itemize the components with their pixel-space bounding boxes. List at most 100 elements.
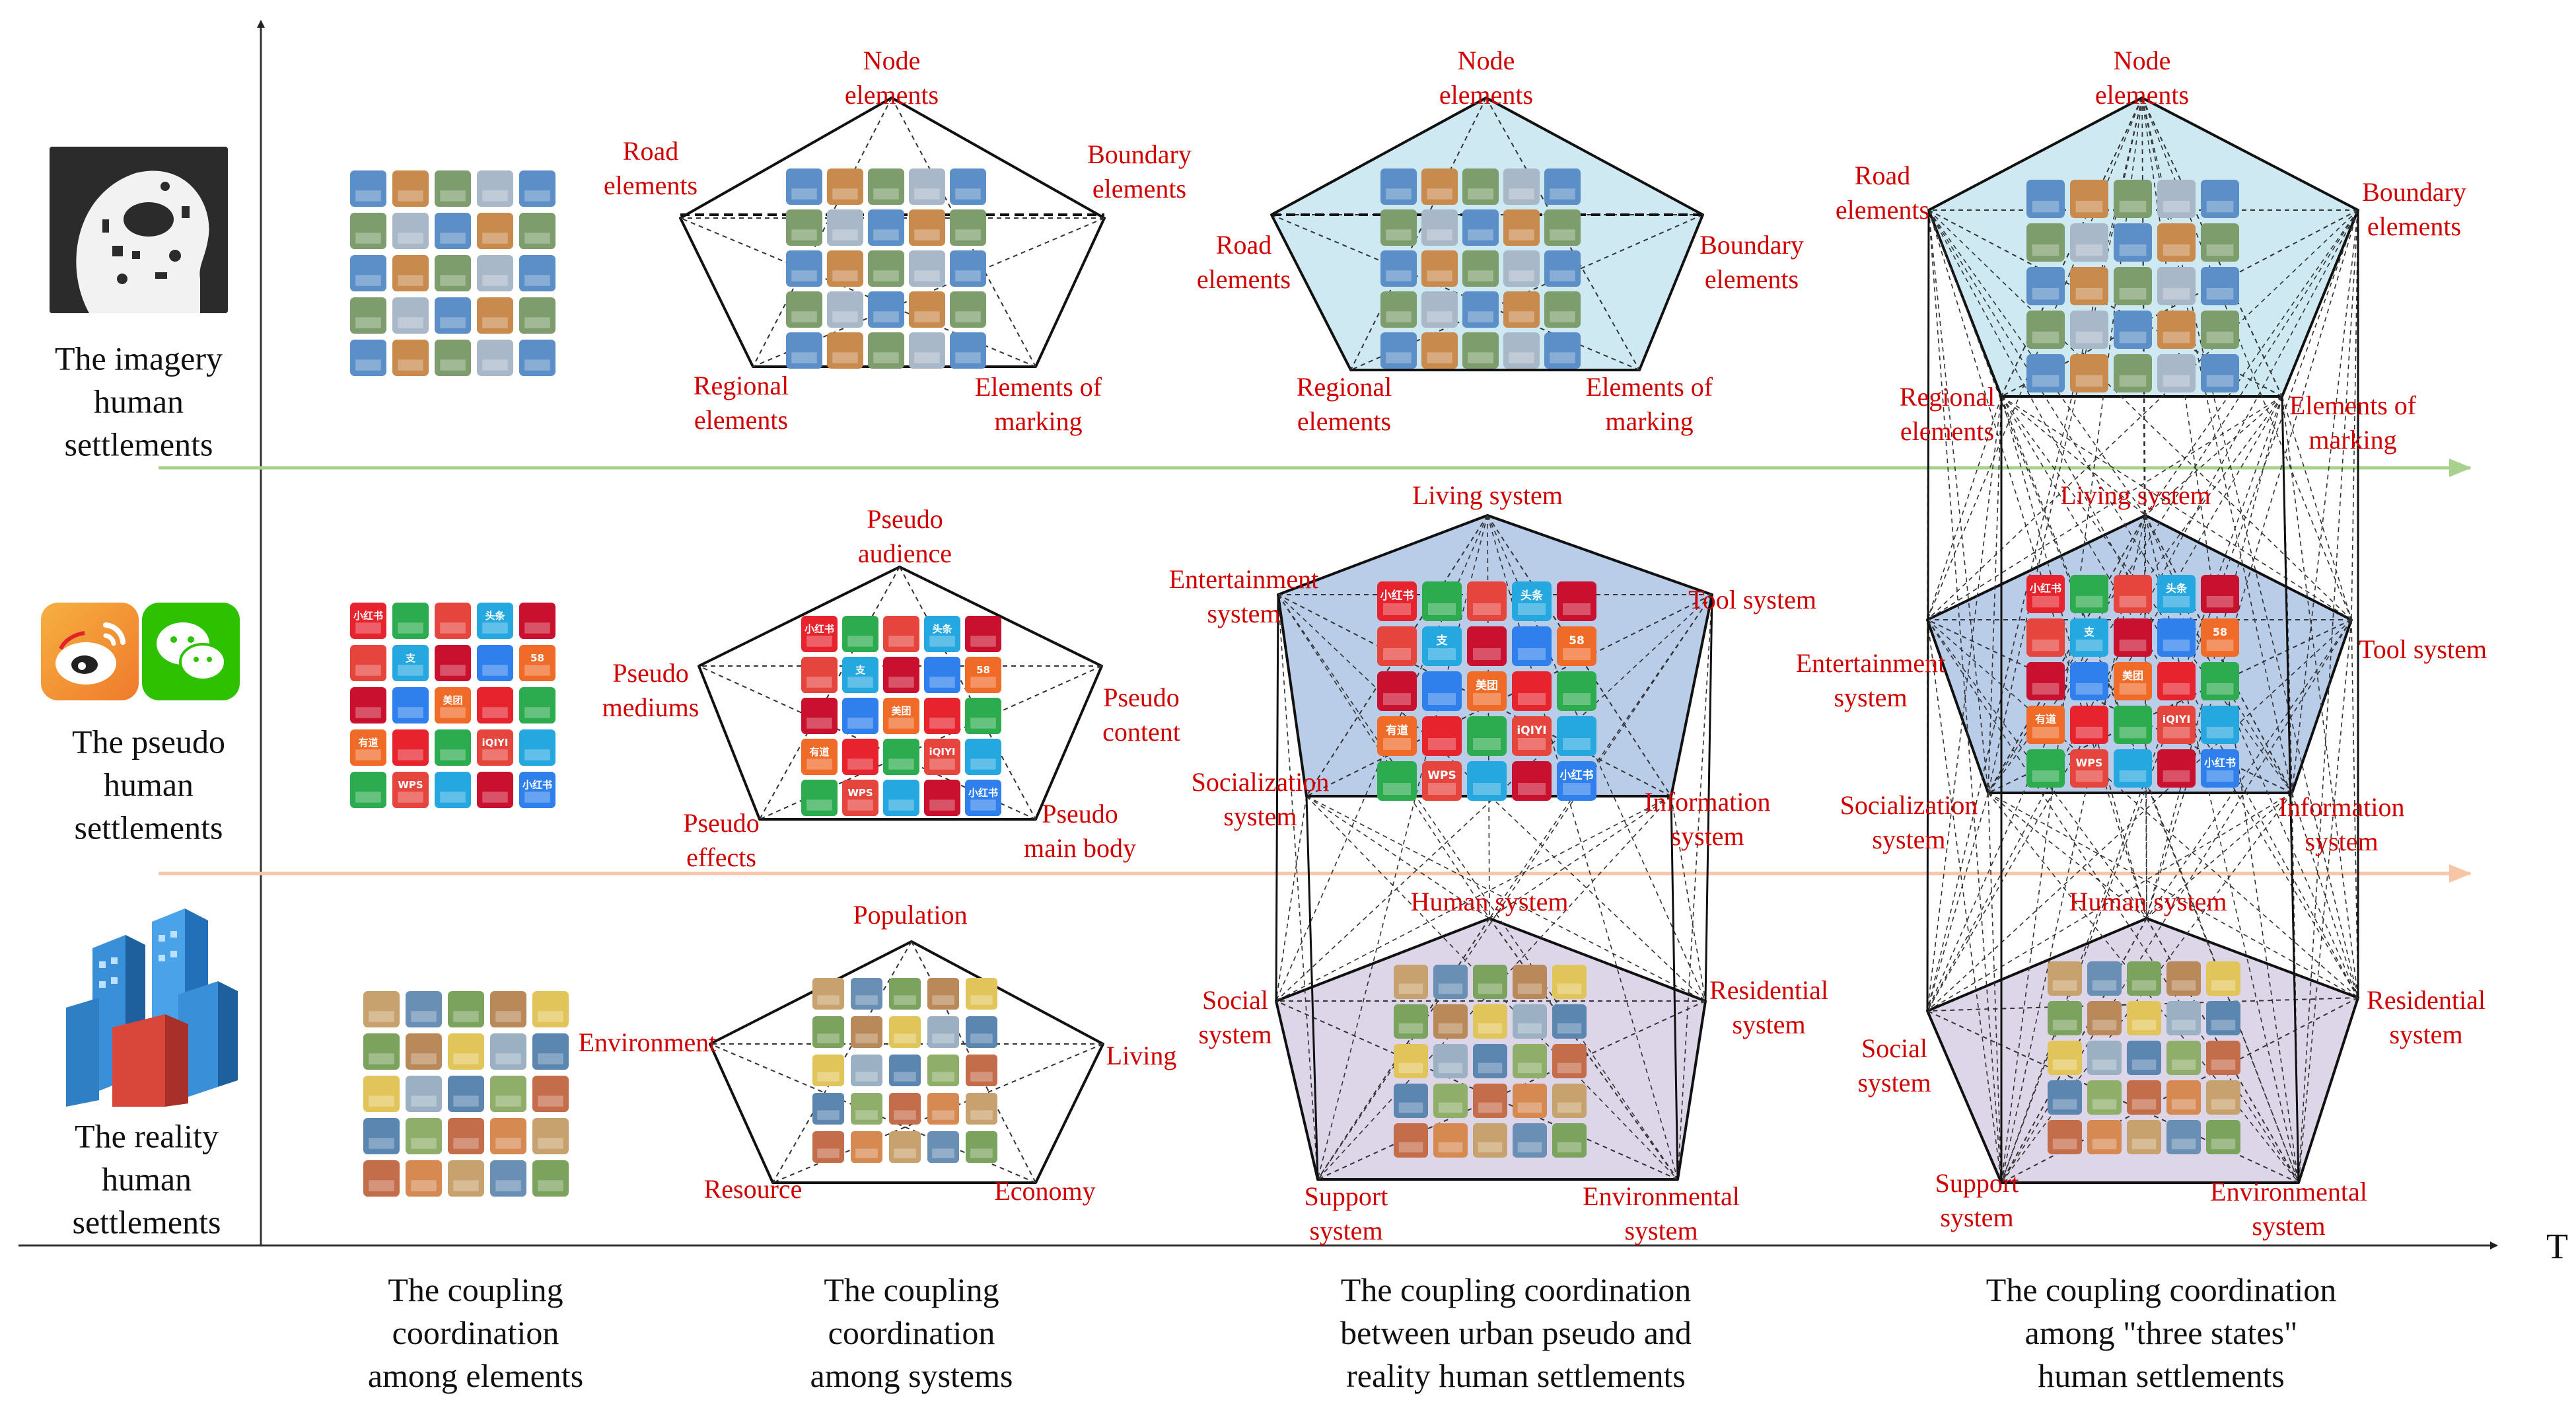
imagery-photo-tile bbox=[2201, 180, 2239, 218]
app-icon-tile-detail bbox=[1563, 648, 1591, 660]
app-icon-tile-detail bbox=[970, 636, 996, 647]
imagery-photo-tile-detail bbox=[955, 229, 981, 241]
imagery-photo-tile-detail bbox=[1550, 229, 1575, 241]
app-icon-tile-detail bbox=[888, 636, 914, 647]
city-icon-tile-detail bbox=[817, 1072, 840, 1082]
city-icon-tile bbox=[532, 1118, 569, 1154]
imagery-photo-tile-detail bbox=[955, 352, 981, 363]
imagery-photo-tile-detail bbox=[2119, 331, 2147, 344]
imagery-photo-tile bbox=[1421, 332, 1458, 369]
city-icon-tile-detail bbox=[1398, 1142, 1423, 1153]
app-icon-tile bbox=[924, 698, 960, 734]
app-icon-tile bbox=[2201, 749, 2239, 788]
c4-cross-link bbox=[1927, 209, 2359, 620]
app-icon-tile-detail bbox=[888, 799, 914, 811]
city-icon-tile-detail bbox=[1557, 1102, 1582, 1113]
app-icon-tile-detail bbox=[355, 665, 381, 676]
imagery-photo-tile bbox=[2026, 311, 2065, 349]
imagery-photo-tile-detail bbox=[1509, 229, 1534, 241]
imagery-photo-tile-detail bbox=[2119, 375, 2147, 387]
city-icon-tile bbox=[2127, 1120, 2161, 1154]
imagery-photo-tile bbox=[392, 170, 429, 207]
app-icon-tile-text: 有道 bbox=[1386, 724, 1408, 737]
imagery-photo-tile-detail bbox=[1427, 311, 1452, 322]
c3-cross-link bbox=[1489, 594, 1713, 919]
imagery-photo-tile bbox=[392, 297, 429, 334]
app-icon-tile bbox=[1467, 761, 1507, 801]
column-title-line: reality human settlements bbox=[1346, 1357, 1686, 1394]
imagery-photo-tile-detail bbox=[1427, 270, 1452, 281]
app-icon-tile bbox=[965, 657, 1001, 693]
city-icon-tile-detail bbox=[1478, 1102, 1503, 1113]
city-icon-tile-detail bbox=[2211, 980, 2236, 991]
app-icon-tile bbox=[392, 645, 429, 681]
column-title-line: The coupling coordination bbox=[1340, 1271, 1692, 1308]
app-icon-tile-text: WPS bbox=[1427, 769, 1456, 782]
app-icon-tile-detail bbox=[1518, 738, 1546, 750]
c4-cross-link bbox=[1927, 619, 2352, 1012]
app-icon-tile bbox=[477, 772, 513, 808]
city-icon-tile bbox=[532, 1033, 569, 1070]
imagery-photo-tile bbox=[1421, 250, 1458, 287]
app-icon-tile-detail bbox=[847, 677, 873, 688]
city-icon-tile-detail bbox=[894, 1110, 916, 1120]
app-icon-tile bbox=[1377, 581, 1417, 621]
city-icon-tile-detail bbox=[1557, 1023, 1582, 1034]
imagery-photo-tile-detail bbox=[524, 233, 550, 244]
imagery-photo-tile bbox=[1503, 168, 1540, 205]
city-icon-tile-detail bbox=[1478, 1062, 1503, 1074]
city-icon-tile bbox=[889, 1093, 921, 1125]
c4-pseudo-diagonal bbox=[1987, 515, 2146, 794]
city-icon-tile bbox=[1433, 1123, 1468, 1158]
app-icon-tile-text: 58 bbox=[530, 652, 544, 664]
imagery-photo-tile bbox=[1544, 168, 1581, 205]
city-icon-tile-detail bbox=[2171, 980, 2196, 991]
imagery-photo-tile bbox=[827, 209, 863, 246]
app-icon-tile bbox=[2114, 618, 2152, 657]
c4-cross-link bbox=[1987, 792, 2359, 998]
city-icon-tile bbox=[812, 1055, 844, 1086]
city-icon-tile bbox=[363, 1160, 400, 1197]
imagery-photo-tile bbox=[2070, 267, 2108, 305]
app-icon-tile-detail bbox=[1383, 648, 1411, 660]
city-icon-tile bbox=[2087, 961, 2122, 996]
city-icon-tile-detail bbox=[411, 1138, 437, 1149]
city-icon-tile-detail bbox=[894, 1148, 916, 1158]
c4-cross-link bbox=[2146, 619, 2352, 919]
app-icon-tile bbox=[1377, 671, 1417, 711]
c3-cross-link bbox=[1275, 796, 1307, 1002]
city-icon-tile bbox=[1394, 1123, 1428, 1158]
imagery-photo-tile bbox=[2201, 267, 2239, 305]
c3-cross-link bbox=[1317, 515, 1488, 1180]
imagery-photo-tile-detail bbox=[1550, 270, 1575, 281]
imagery-photo-tile bbox=[519, 170, 555, 207]
imagery-photo-tile bbox=[2114, 180, 2152, 218]
app-icon-tile bbox=[435, 603, 471, 639]
app-icon-tile-text: 小红书 bbox=[2030, 582, 2061, 595]
imagery-photo-tile bbox=[1380, 168, 1417, 205]
app-icon-tile-detail bbox=[482, 622, 508, 634]
city-icon-tile bbox=[448, 991, 484, 1027]
imagery-photo-tile bbox=[435, 340, 471, 376]
c3-pillar bbox=[1275, 594, 1279, 1002]
c3-reality-diagonal bbox=[1275, 1000, 1678, 1180]
imagery-photo-tile bbox=[1503, 332, 1540, 369]
app-icon-tile-text: 美团 bbox=[891, 705, 911, 717]
c4-cross-link bbox=[1928, 209, 2352, 620]
app-icon-tile-text: iQIYI bbox=[929, 746, 956, 758]
app-icon-tile-detail bbox=[847, 636, 873, 647]
app-icon-tile-text: iQIYI bbox=[2163, 713, 2191, 725]
imagery-photo-tile bbox=[519, 255, 555, 291]
app-icon-tile bbox=[965, 616, 1001, 652]
app-icon-tile-detail bbox=[1563, 693, 1591, 705]
imagery-photo-tile bbox=[1380, 291, 1417, 328]
imagery-photo-tile-detail bbox=[1509, 352, 1534, 363]
imagery-photo-tile-detail bbox=[2075, 244, 2103, 256]
imagery-photo-tile-detail bbox=[914, 270, 940, 281]
